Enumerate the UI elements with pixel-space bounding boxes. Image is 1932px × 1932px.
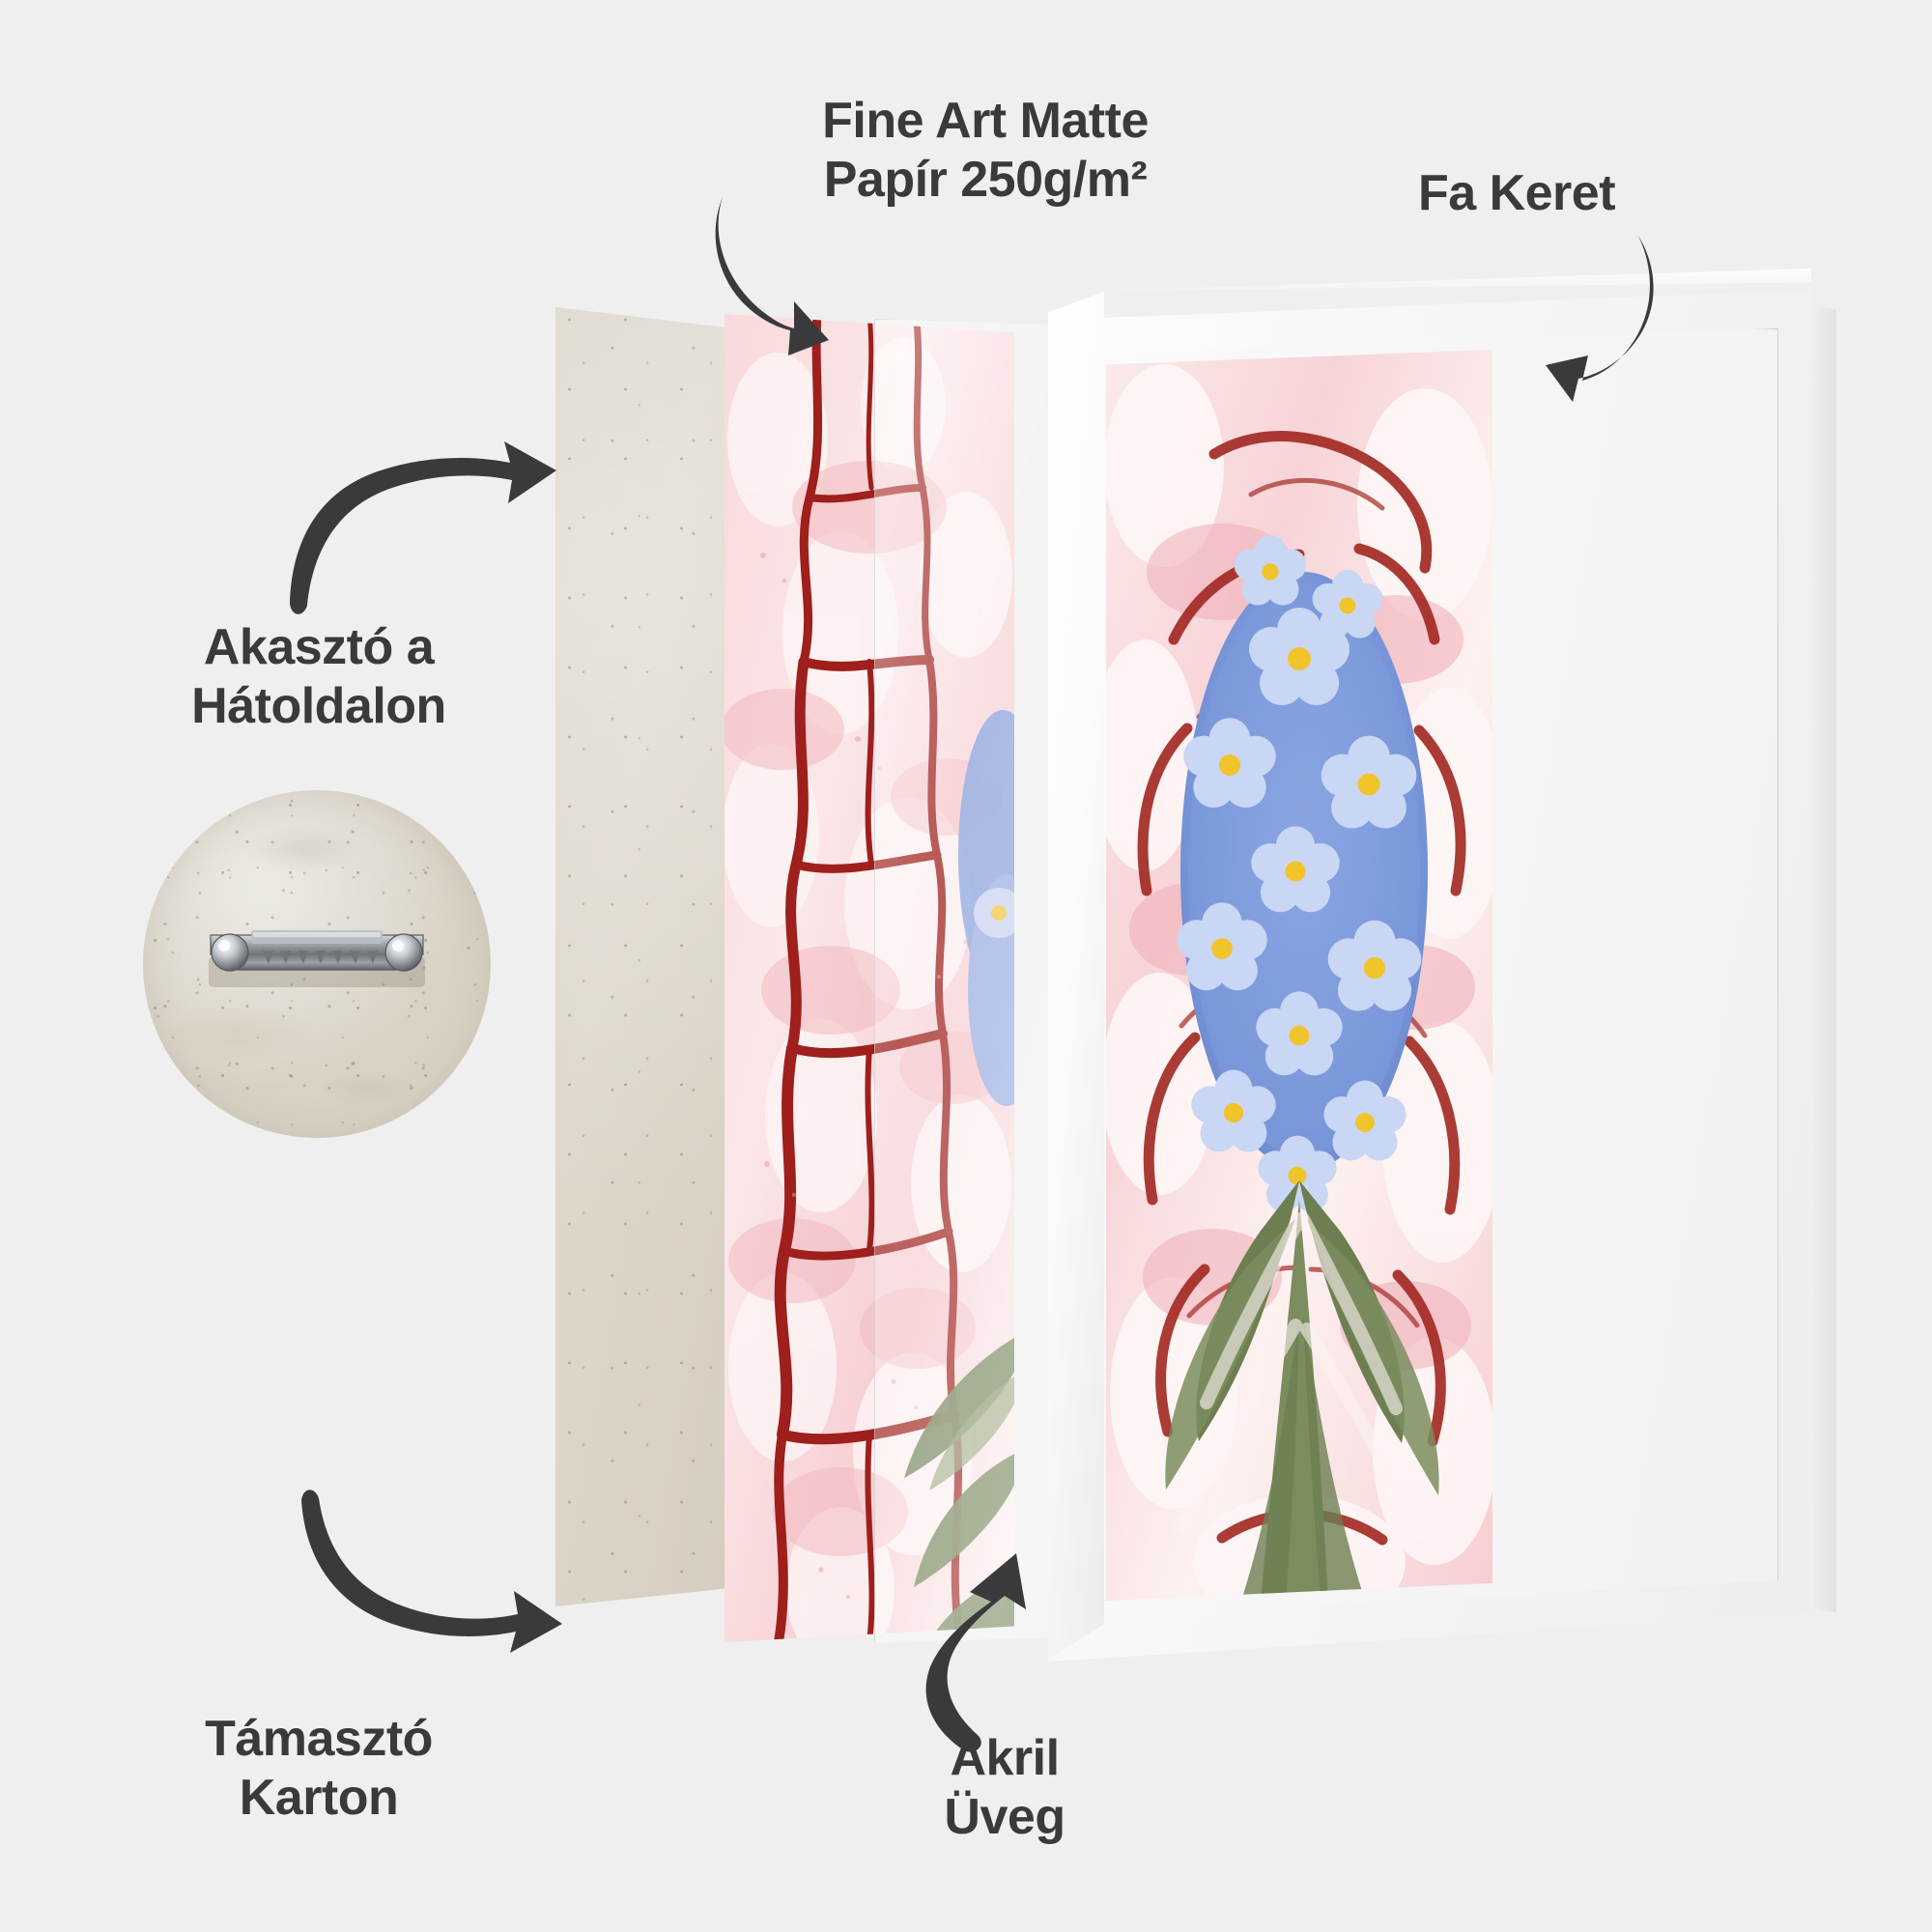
label-wood-frame: Fa Keret (1417, 165, 1616, 221)
artwork-hyacinth (1106, 350, 1492, 1601)
frame-top-depth (1048, 269, 1811, 292)
sawtooth-hanger-icon (209, 930, 425, 987)
layer-fine-art-paper (724, 314, 1014, 1642)
frame-right-depth (1809, 306, 1836, 1613)
hanger-detail-circle (143, 790, 491, 1138)
artwork-print-unframed (724, 314, 1014, 1642)
frame-left-rail (1048, 292, 1104, 1660)
label-backing-carton: Támasztó Karton (205, 1711, 433, 1827)
framed-artwork (1106, 350, 1492, 1601)
carton-texture (555, 307, 729, 1606)
layer-backing-carton (555, 307, 729, 1606)
layer-wood-frame (1048, 269, 1836, 1662)
label-acrylic-glass: Akril Üveg (944, 1730, 1065, 1846)
blossom-group (1177, 534, 1422, 1212)
label-hanger: Akasztó a Hátoldalon (191, 619, 446, 735)
label-fine-art-paper: Fine Art Matte Papír 250g/m² (822, 93, 1149, 209)
